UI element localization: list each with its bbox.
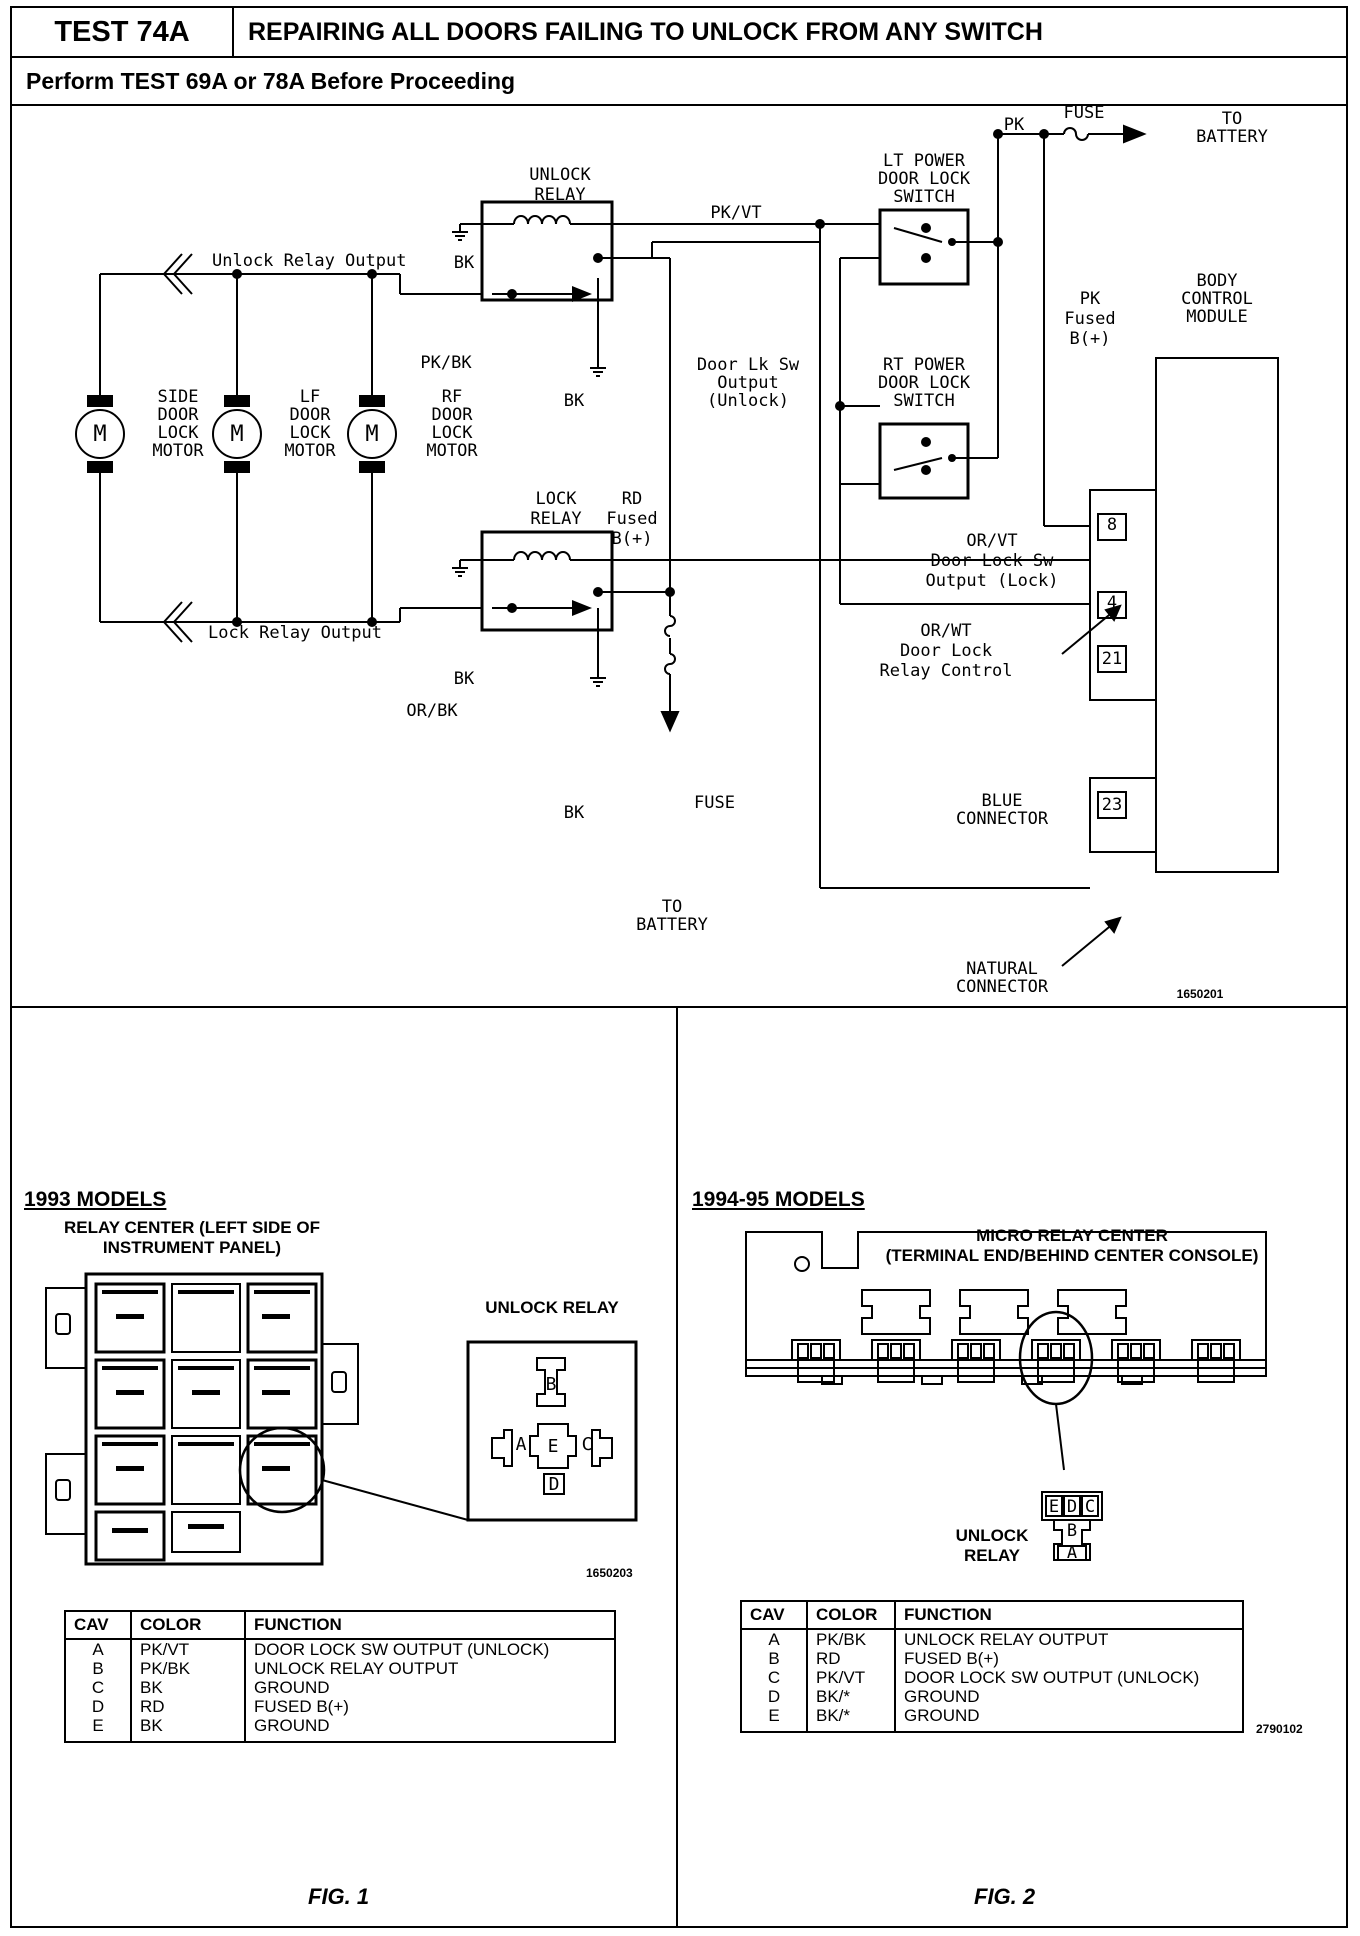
test-title: REPAIRING ALL DOORS FAILING TO UNLOCK FR… <box>234 8 1346 58</box>
fig2-title: 1994-95 MODELS <box>692 1188 865 1211</box>
fig2-pin-e: E <box>1049 1497 1059 1517</box>
bcm-pin-23: 23 <box>1102 795 1122 815</box>
lock-relay-output-label: Lock Relay Output <box>208 623 382 643</box>
bcm-pin-4: 4 <box>1107 593 1117 613</box>
motor-symbol-rf: M <box>365 422 378 447</box>
fig1-relay-center-drawing: A B C D E <box>45 1272 638 1566</box>
top-fuse-label: FUSE <box>1064 106 1105 123</box>
motor-symbol-side: M <box>93 422 106 447</box>
fig2-pin-c: C <box>1085 1497 1095 1517</box>
fig2-pin-a: A <box>1067 1543 1077 1563</box>
section-divider <box>12 1006 1346 1008</box>
bcm-pin-8: 8 <box>1107 515 1117 535</box>
wire-bk-lock-contact: BK <box>564 803 585 823</box>
test-id: TEST 74A <box>12 8 234 58</box>
fig1-th-cav: CAV <box>64 1610 132 1640</box>
fig2-pin-d: D <box>1067 1497 1077 1517</box>
wire-pk-vt: PK/VT <box>710 203 761 223</box>
fig1-title: 1993 MODELS <box>24 1188 167 1211</box>
fig1-th-color: COLOR <box>130 1610 246 1640</box>
bcm-pin-21: 21 <box>1102 649 1122 669</box>
bottom-fuse-label: FUSE <box>694 793 735 813</box>
fig2-subtitle: MICRO RELAY CENTER(TERMINAL END/BEHIND C… <box>885 1226 1259 1265</box>
fig2-code: 2790102 <box>1256 1722 1303 1736</box>
fig2-micro-relay-center-drawing: E D C B A <box>745 1231 1267 1563</box>
fig1-pin-c: C <box>582 1434 593 1455</box>
wire-bk-unlock-coil: BK <box>454 253 475 273</box>
fig2-th-function: FUNCTION <box>894 1600 1244 1630</box>
fig1-pin-a: A <box>516 1434 527 1455</box>
fig2-label: FIG. 2 <box>974 1884 1036 1909</box>
fig1-pin-b: B <box>546 1374 557 1395</box>
test-prerequisite: Perform TEST 69A or 78A Before Proceedin… <box>12 58 1346 106</box>
wire-bk-unlock-contact: BK <box>564 391 585 411</box>
wire-bk-lock-coil: BK <box>454 669 475 689</box>
fig2-th-color: COLOR <box>806 1600 896 1630</box>
figure-divider <box>676 1006 678 1926</box>
wire-pk-bk: PK/BK <box>420 353 472 373</box>
page-frame: TEST 74A REPAIRING ALL DOORS FAILING TO … <box>10 6 1348 1928</box>
schematic-code: 1650201 <box>1177 987 1224 1001</box>
motor-symbol-lf: M <box>230 422 243 447</box>
fig1-unlock-relay-label: UNLOCK RELAY <box>485 1298 619 1317</box>
fig1-pin-e: E <box>548 1436 559 1457</box>
wire-pk: PK <box>1004 115 1025 135</box>
fig1-pin-d: D <box>549 1474 560 1495</box>
fig2-pin-b: B <box>1067 1521 1077 1541</box>
fig2-th-cav: CAV <box>740 1600 808 1630</box>
wire-or-bk: OR/BK <box>406 701 458 721</box>
fig1-label: FIG. 1 <box>308 1884 370 1909</box>
fig1-code: 1650203 <box>586 1566 633 1580</box>
unlock-relay-output-label: Unlock Relay Output <box>212 251 406 271</box>
fig1-th-function: FUNCTION <box>244 1610 616 1640</box>
